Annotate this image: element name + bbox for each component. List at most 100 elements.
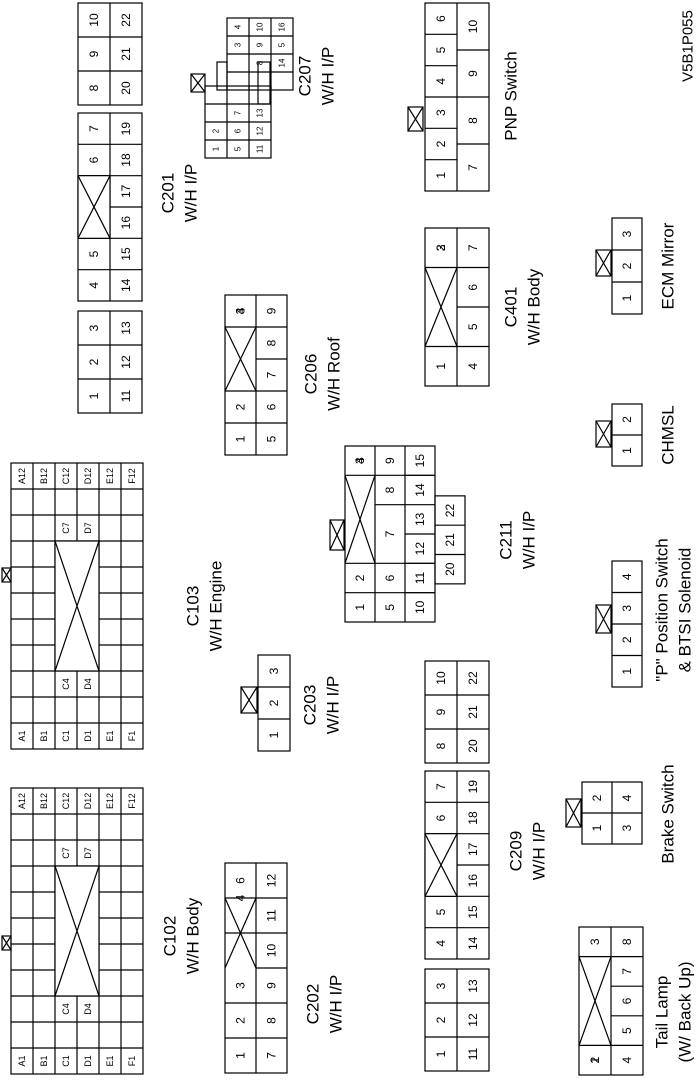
pin-label: 16 [278, 22, 287, 31]
pin-label: 2 [212, 128, 221, 133]
pin-label: 1 [434, 172, 448, 179]
pin-label: 5 [87, 250, 101, 257]
pin-label: E12 [105, 468, 115, 484]
pin-label: E12 [105, 793, 115, 809]
pin-label: 6 [434, 814, 448, 821]
pin-label: 1 [87, 392, 101, 399]
pnp-latch [407, 106, 424, 132]
pin-label: 12 [256, 126, 265, 135]
c203-sub: W/H I/P [324, 676, 343, 735]
pin-label: 3 [434, 109, 448, 116]
pin-label: 4 [234, 24, 243, 29]
pin-label: A1 [17, 1055, 27, 1066]
c202-sub: W/H I/P [327, 975, 346, 1034]
pin-label: 1 [434, 363, 448, 370]
c103-latch [1, 567, 12, 583]
pin-label: 4 [234, 894, 248, 901]
pin-label: 10 [87, 13, 101, 27]
c201-cross [77, 175, 111, 239]
c206-sub: W/H Roof [325, 337, 344, 411]
pin-label: 1 [212, 146, 221, 151]
pin-label: 3 [234, 42, 243, 47]
c102-cross [54, 865, 100, 997]
pin-label: 2 [234, 403, 248, 410]
pin-label: 3 [234, 982, 248, 989]
pin-label: 6 [87, 156, 101, 163]
pin-label: 5 [234, 146, 243, 151]
c211-cross [344, 475, 376, 564]
pin-label: 1 [234, 435, 248, 442]
pin-label: 4 [620, 1057, 634, 1064]
c202-label: C202 [304, 984, 323, 1025]
pin-label: 1 [590, 824, 604, 831]
connector-shapes [1, 2, 644, 1076]
pin-label: 11 [265, 909, 279, 922]
pin-label: 8 [265, 1017, 279, 1024]
pin-label: 8 [265, 339, 279, 346]
pin-label: 10 [434, 671, 448, 685]
c209-cross [424, 833, 458, 897]
c211-sub: W/H I/P [520, 511, 539, 570]
c207-label: C207 [296, 56, 315, 97]
pin-label: 4 [434, 940, 448, 947]
pin-label: 20 [119, 81, 133, 95]
pin-label: 2 [434, 140, 448, 147]
c211-label: C211 [497, 520, 516, 559]
pin-label: 6 [234, 877, 248, 884]
c209-sub: W/H I/P [530, 822, 549, 881]
psw-latch [595, 604, 612, 634]
pin-label: 13 [119, 321, 133, 335]
pin-label: B12 [39, 468, 49, 484]
pin-label: 16 [119, 216, 133, 230]
pin-label: 3 [620, 605, 634, 612]
pin-label: 7 [265, 1052, 279, 1059]
tail-label2: (W/ Back Up) [676, 961, 695, 1062]
pin-label: 12 [466, 1013, 480, 1027]
pin-label: C1 [61, 1055, 71, 1067]
pin-label: 11 [256, 144, 265, 153]
pin-label: 15 [413, 454, 427, 468]
pin-label: E1 [105, 730, 115, 741]
pin-label: D4 [83, 1003, 93, 1015]
pin-label: 6 [234, 128, 243, 133]
pin-label: 8 [466, 117, 480, 124]
pin-label: 4 [620, 794, 634, 801]
ecm-latch [595, 249, 612, 277]
pin-label: 9 [466, 70, 480, 77]
pin-label: 2 [434, 244, 448, 251]
pin-label: 8 [620, 938, 634, 945]
pin-label: 6 [620, 997, 634, 1004]
pnp-latch [407, 106, 424, 132]
chmsl-latch [595, 420, 612, 448]
pin-label: 10 [466, 20, 480, 34]
pin-label: 5 [383, 604, 397, 611]
c401-cross [424, 267, 458, 347]
pin-label: 1 [434, 1050, 448, 1057]
pin-label: D7 [83, 522, 93, 534]
pin-label: 10 [256, 22, 265, 31]
c209-label: C209 [507, 831, 526, 872]
pin-label: 3 [434, 244, 448, 251]
pin-label: 18 [466, 811, 480, 825]
pin-label: 11 [413, 571, 427, 584]
pin-label: 12 [413, 542, 427, 556]
brake-latch [565, 798, 582, 828]
pin-label: 16 [466, 874, 480, 888]
pin-label: E1 [105, 1055, 115, 1066]
pin-label: 4 [353, 457, 367, 464]
c202-cross [224, 897, 257, 969]
pin-label: 3 [620, 824, 634, 831]
pin-label: 17 [119, 184, 133, 198]
pin-label: A1 [17, 730, 27, 741]
tail-cross [578, 956, 612, 1046]
pin-label: 5 [434, 908, 448, 915]
pin-label: F1 [127, 1056, 137, 1067]
pin-label: 3 [234, 307, 248, 314]
pin-label: 4 [87, 282, 101, 289]
pin-label: 22 [119, 13, 133, 27]
c201-sub: W/H I/P [182, 164, 201, 223]
pin-label: 2 [620, 636, 634, 643]
pin-label: F12 [127, 468, 137, 484]
pin-label: 19 [466, 780, 480, 794]
pin-label: 12 [265, 874, 279, 888]
